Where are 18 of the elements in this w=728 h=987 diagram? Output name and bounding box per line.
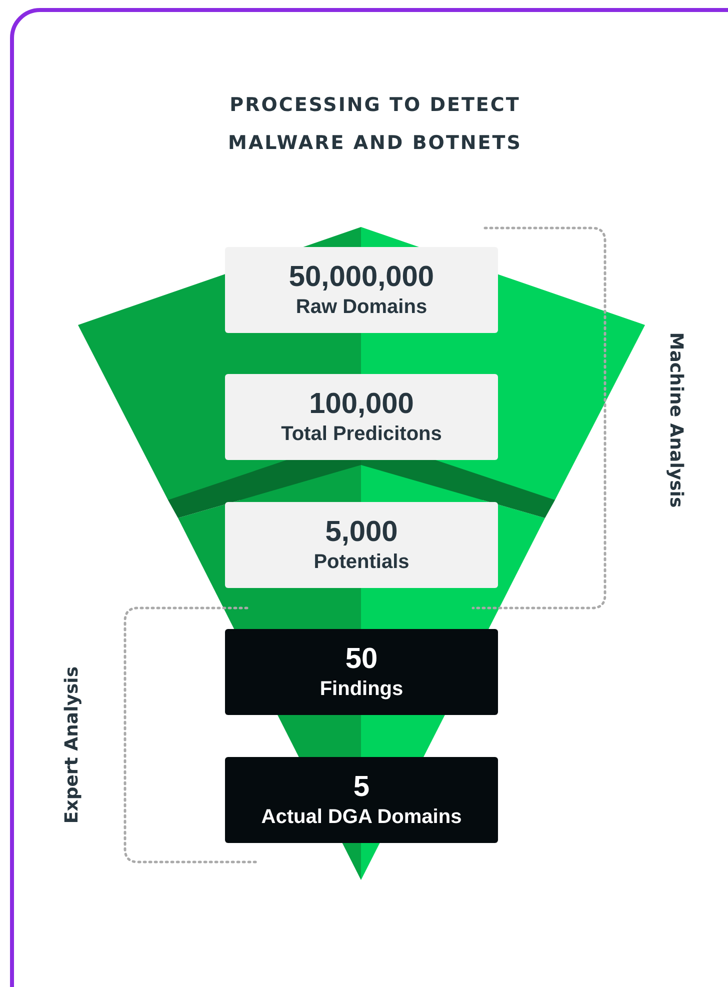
side-label: Machine Analysis	[666, 332, 686, 508]
stage-count: 5	[353, 770, 370, 804]
stage-label: Potentials	[314, 550, 410, 575]
title: PROCESSING TO DETECT MALWARE AND BOTNETS	[227, 93, 523, 156]
stage-count: 50,000,000	[288, 260, 434, 294]
stage-label: Total Predicitons	[281, 422, 442, 447]
stage-label: Actual DGA Domains	[261, 805, 462, 830]
stage-box	[225, 629, 498, 715]
stage-box	[225, 247, 498, 333]
stage-count: 100,000	[309, 387, 414, 421]
side-label: Expert Analysis	[62, 666, 82, 824]
stage-box	[225, 374, 498, 460]
stage-label: Raw Domains	[296, 295, 428, 320]
stage-box	[225, 757, 498, 843]
stage-label: Findings	[320, 677, 404, 702]
stage-count: 5,000	[325, 515, 398, 549]
stage-count: 50	[345, 642, 378, 676]
stage-box	[225, 502, 498, 588]
